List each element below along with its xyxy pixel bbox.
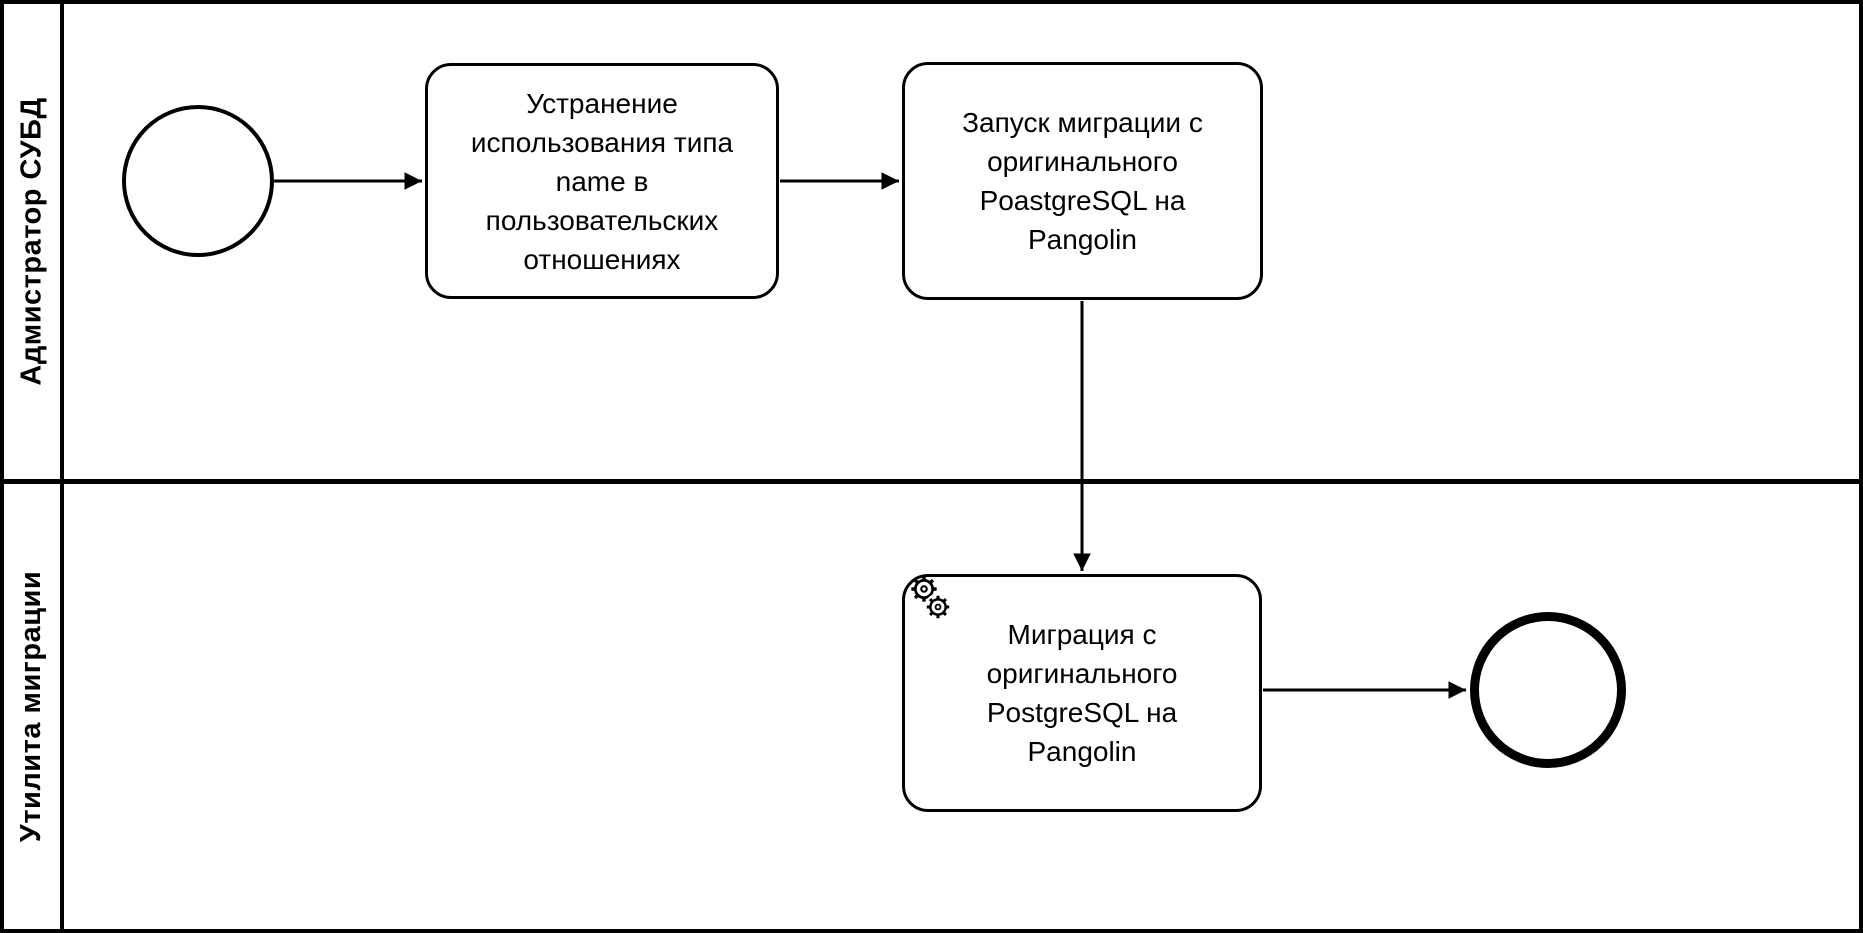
start-event[interactable] xyxy=(122,105,274,257)
lane-label-divider xyxy=(60,4,64,929)
task-start-migration-label: Запуск миграции с оригинального Poastgre… xyxy=(962,107,1203,255)
lane-migration-utility-label: Утилита миграции xyxy=(15,570,48,843)
lane-dba-admin-label: Адмистратор СУБД xyxy=(15,97,48,386)
pool-canvas: Адмистратор СУБД Утилита миграции xyxy=(4,4,1859,929)
lane-dba-admin: Адмистратор СУБД xyxy=(4,4,60,479)
lane-divider xyxy=(4,479,1859,484)
task-start-migration[interactable]: Запуск миграции с оригинального Poastgre… xyxy=(902,62,1263,300)
end-event[interactable] xyxy=(1470,612,1626,768)
task-eliminate-name-type-label: Устранение использования типа name в пол… xyxy=(470,87,734,275)
task-migration-service[interactable]: Миграция с оригинального PostgreSQL на P… xyxy=(902,574,1262,812)
task-eliminate-name-type[interactable]: Устранение использования типа name в пол… xyxy=(425,63,779,299)
task-migration-service-label: Миграция с оригинального PostgreSQL на P… xyxy=(986,619,1178,767)
service-gear-icon xyxy=(911,576,952,621)
lane-migration-utility: Утилита миграции xyxy=(4,484,60,929)
